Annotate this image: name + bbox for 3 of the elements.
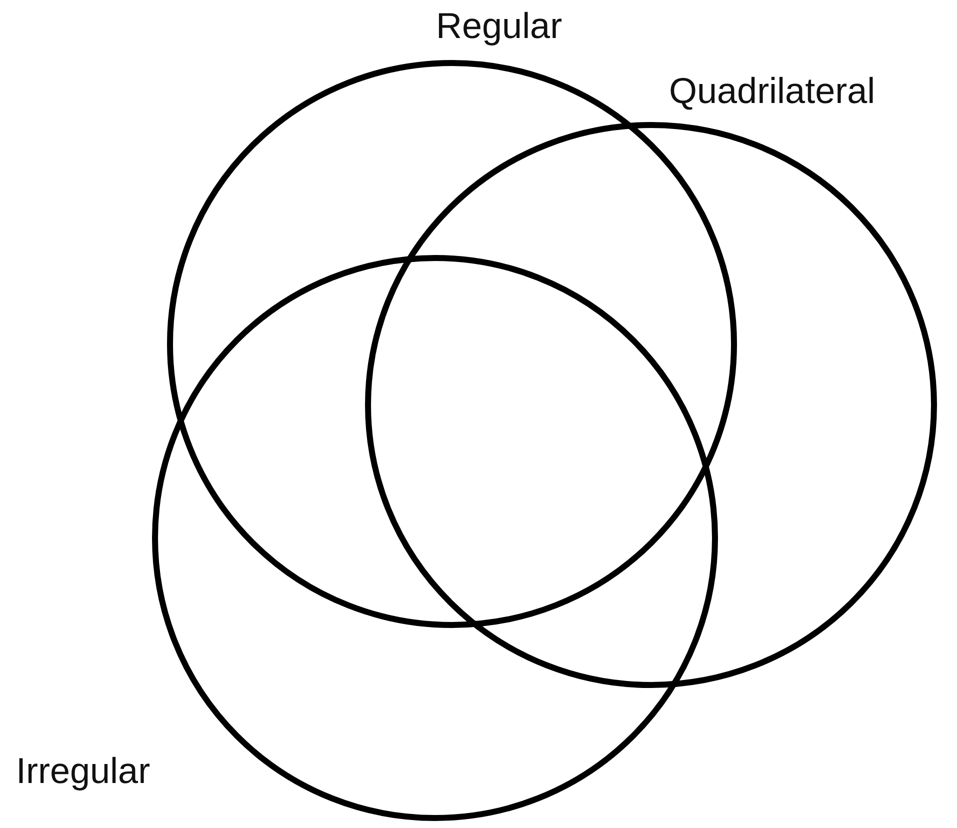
set-label: Quadrilateral xyxy=(669,73,876,109)
set-label: Regular xyxy=(436,8,562,44)
set-label: Irregular xyxy=(16,753,150,789)
